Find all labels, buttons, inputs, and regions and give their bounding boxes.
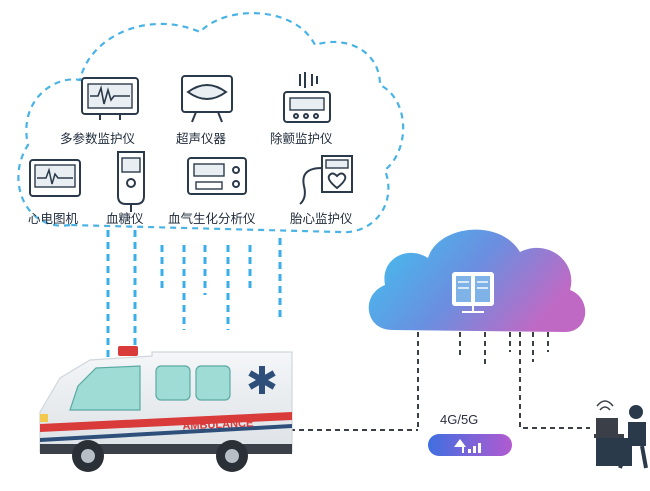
- blood-gas-analyzer-icon: [187, 157, 247, 195]
- defibrillation-monitor-icon: [283, 72, 331, 123]
- label-ultrasound: 超声仪器: [176, 131, 227, 146]
- label-blood-gas-analyzer: 血气生化分析仪: [168, 211, 256, 226]
- device-cloud-outline: [17, 12, 405, 234]
- signal-icon: [454, 439, 481, 453]
- network-label: 4G/5G: [440, 412, 479, 427]
- ultrasound-icon: [181, 75, 233, 123]
- fetal-heart-monitor-icon: [299, 155, 353, 205]
- label-glucometer: 血糖仪: [106, 211, 144, 226]
- server-icon: [452, 272, 494, 313]
- label-multi-param-monitor: 多参数监护仪: [60, 131, 136, 146]
- ecg-machine-icon: [29, 159, 81, 197]
- label-fetal-heart-monitor: 胎心监护仪: [290, 211, 353, 226]
- network-pill: [428, 434, 512, 456]
- ambulance-label: AMBULANCE: [182, 417, 253, 432]
- label-defibrillation-monitor: 除颤监护仪: [270, 131, 333, 146]
- glucometer-icon: [117, 151, 145, 212]
- doctor-workstation-icon: [594, 400, 648, 469]
- ambulance-icon: [39, 346, 293, 472]
- device-uplink-lines: [106, 230, 282, 358]
- multi-param-monitor-icon: [81, 77, 139, 120]
- platform-downlinks: [417, 332, 590, 429]
- label-ecg-machine: 心电图机: [28, 211, 79, 226]
